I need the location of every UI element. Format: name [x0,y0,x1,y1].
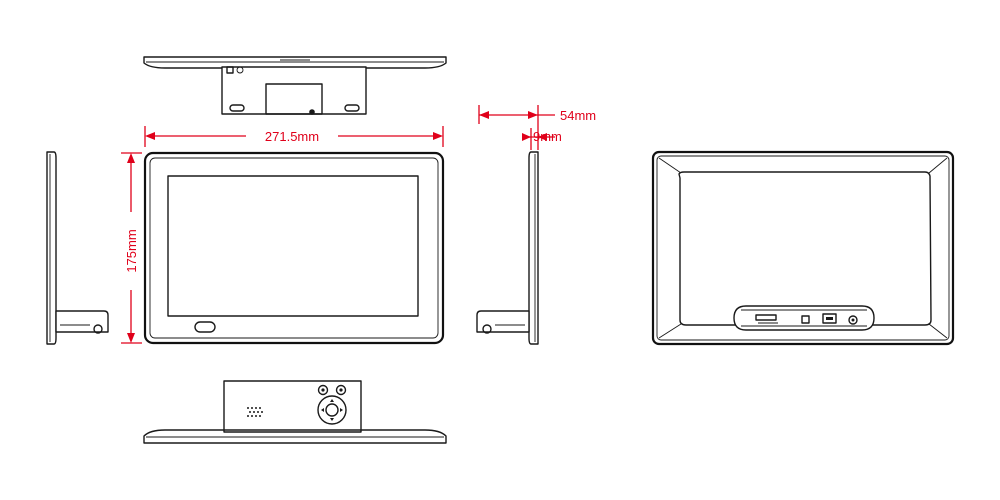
port-panel [755,313,858,325]
dimension-height: 175mm [121,152,142,344]
rear-view [651,150,955,346]
dc-jack-icon [848,315,858,325]
dimension-depth: 54mm 9mm [478,105,596,150]
dimension-height-label: 175mm [124,229,139,272]
dimension-depth-body-label: 9mm [533,129,562,144]
mini-usb-icon [801,315,810,324]
left-side-view [46,151,109,345]
power-button [194,321,216,333]
front-view [143,151,445,345]
usb-icon [822,313,837,324]
menu-icon [335,384,347,396]
card-slot-icon [755,314,777,321]
dimension-width: 271.5mm [144,126,444,147]
bottom-view [143,380,447,444]
dimension-depth-stand-label: 54mm [560,108,596,123]
right-side-view [476,151,539,345]
speaker-grille-icon [247,407,263,417]
dpad-icon [317,395,347,425]
dimension-width-label: 271.5mm [265,129,319,144]
top-view [143,56,447,115]
power-icon [317,384,329,396]
